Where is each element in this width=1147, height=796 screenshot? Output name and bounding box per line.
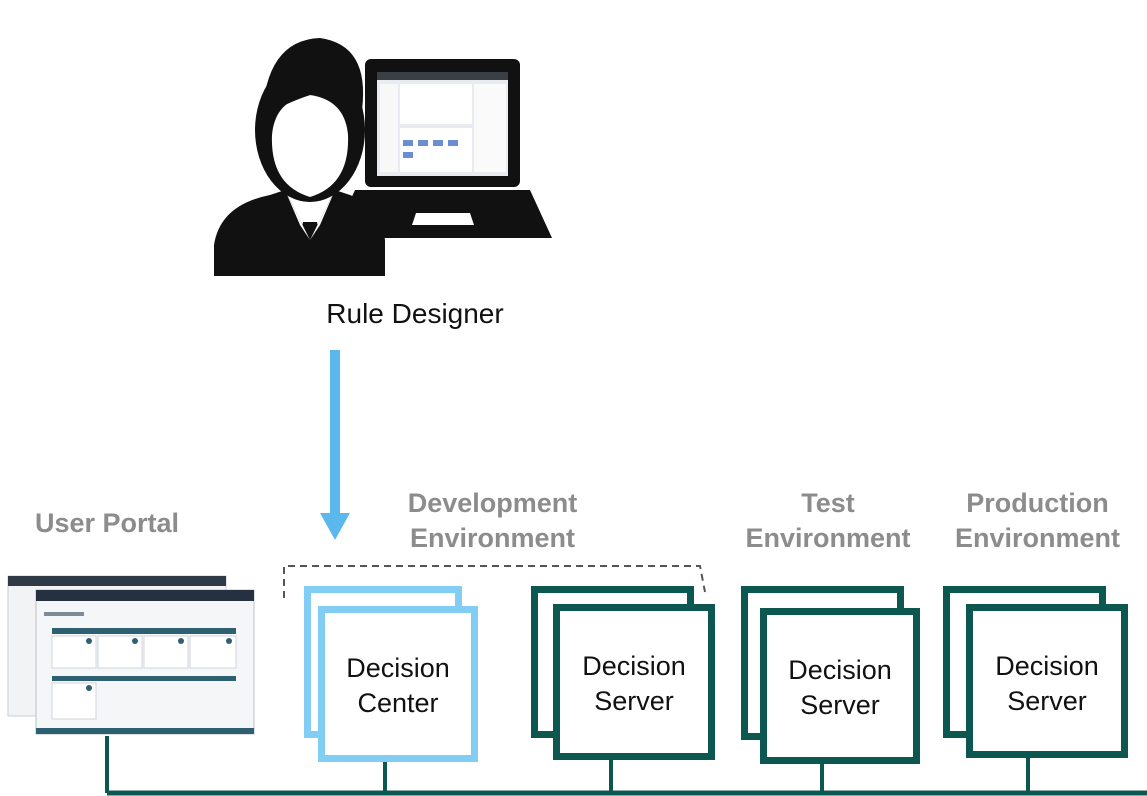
rule-designer-label: Rule Designer (326, 298, 504, 329)
user-portal-thumbnail (7, 575, 255, 735)
prod-server-line2: Server (1007, 686, 1087, 716)
laptop-icon (333, 59, 552, 238)
production-environment-title: Production Environment (954, 488, 1121, 553)
dev-server-line2: Server (594, 686, 674, 716)
dev-environment-bracket (283, 565, 706, 598)
flow-arrow (320, 350, 350, 540)
user-portal-title: User Portal (34, 508, 180, 538)
decision-center-box[interactable]: Decision Center (318, 606, 478, 762)
prod-server-line1: Decision (995, 651, 1099, 681)
decision-center-line2: Center (357, 688, 439, 718)
test-environment-title: Test Environment (745, 488, 911, 553)
dev-server-line1: Decision (582, 651, 686, 681)
test-decision-server-box[interactable]: Decision Server (760, 608, 920, 764)
dev-decision-server-box[interactable]: Decision Server (553, 604, 715, 760)
network-bus (105, 736, 1147, 796)
prod-decision-server-box[interactable]: Decision Server (966, 604, 1128, 758)
decision-center-line1: Decision (346, 653, 450, 683)
person-icon (214, 38, 385, 276)
test-server-line1: Decision (788, 655, 892, 685)
test-server-line2: Server (800, 690, 880, 720)
development-environment-title: Development Environment (407, 488, 578, 553)
